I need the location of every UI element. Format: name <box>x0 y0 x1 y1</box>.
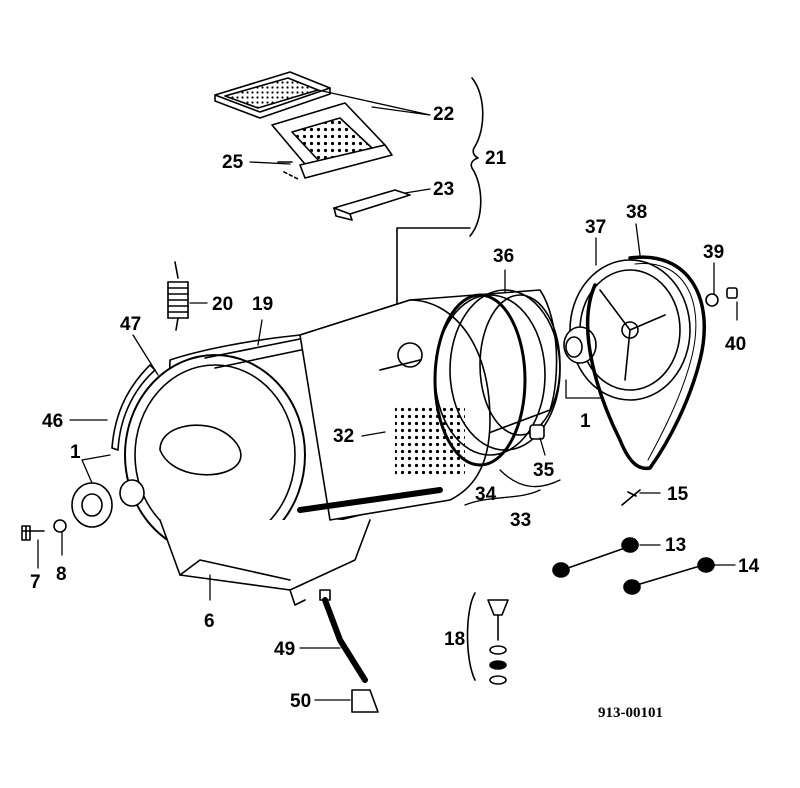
washer-39 <box>705 293 719 307</box>
label-35: 35 <box>533 460 555 481</box>
label-49: 49 <box>274 639 295 660</box>
pin-15 <box>621 489 641 506</box>
bracket-18 <box>466 592 476 681</box>
label-33: 33 <box>510 510 531 531</box>
label-40: 40 <box>725 334 746 355</box>
label-1-rear: 1 <box>580 411 591 432</box>
shock-13 <box>552 537 639 578</box>
label-8: 8 <box>56 564 67 585</box>
label-20: 20 <box>212 294 233 315</box>
shock-14 <box>623 557 715 595</box>
label-50: 50 <box>290 691 311 712</box>
label-15: 15 <box>667 484 689 505</box>
label-19: 19 <box>252 294 273 315</box>
drawing-code: 913-00101 <box>598 705 663 721</box>
belt-38 <box>585 255 706 471</box>
label-21: 21 <box>485 148 507 169</box>
bracket-46 <box>111 364 156 451</box>
bolt-7 <box>21 525 45 541</box>
label-14: 14 <box>738 556 760 577</box>
leader-lines <box>37 89 738 701</box>
label-39: 39 <box>703 242 724 263</box>
label-1-front: 1 <box>70 442 81 463</box>
label-13: 13 <box>665 535 686 556</box>
hinge-bar-23 <box>333 189 411 221</box>
screw-25 <box>277 161 301 181</box>
inner-drum <box>297 299 491 521</box>
label-36: 36 <box>493 246 514 267</box>
label-46: 46 <box>42 411 63 432</box>
label-18: 18 <box>444 629 465 650</box>
bolt-40 <box>726 287 738 299</box>
lid-cover-top <box>214 71 331 119</box>
spring-20 <box>167 261 189 331</box>
label-32: 32 <box>333 426 354 447</box>
washer-8 <box>53 519 67 533</box>
brace-21 <box>469 77 484 237</box>
pulley-37 <box>563 259 691 401</box>
bracket-50 <box>351 689 379 713</box>
label-22: 22 <box>433 104 454 125</box>
flange-1 <box>71 479 145 528</box>
label-7: 7 <box>30 572 41 593</box>
label-6: 6 <box>204 611 215 632</box>
label-23: 23 <box>433 179 454 200</box>
foot-18 <box>487 599 509 685</box>
lid-cover-inner <box>271 102 393 179</box>
label-25: 25 <box>222 152 244 173</box>
label-34: 34 <box>475 484 497 505</box>
label-47: 47 <box>120 314 141 335</box>
leader-lid-drum <box>396 227 471 306</box>
nut-35 <box>529 424 545 440</box>
label-38: 38 <box>626 202 647 223</box>
label-37: 37 <box>585 217 606 238</box>
damper-49 <box>319 589 368 683</box>
